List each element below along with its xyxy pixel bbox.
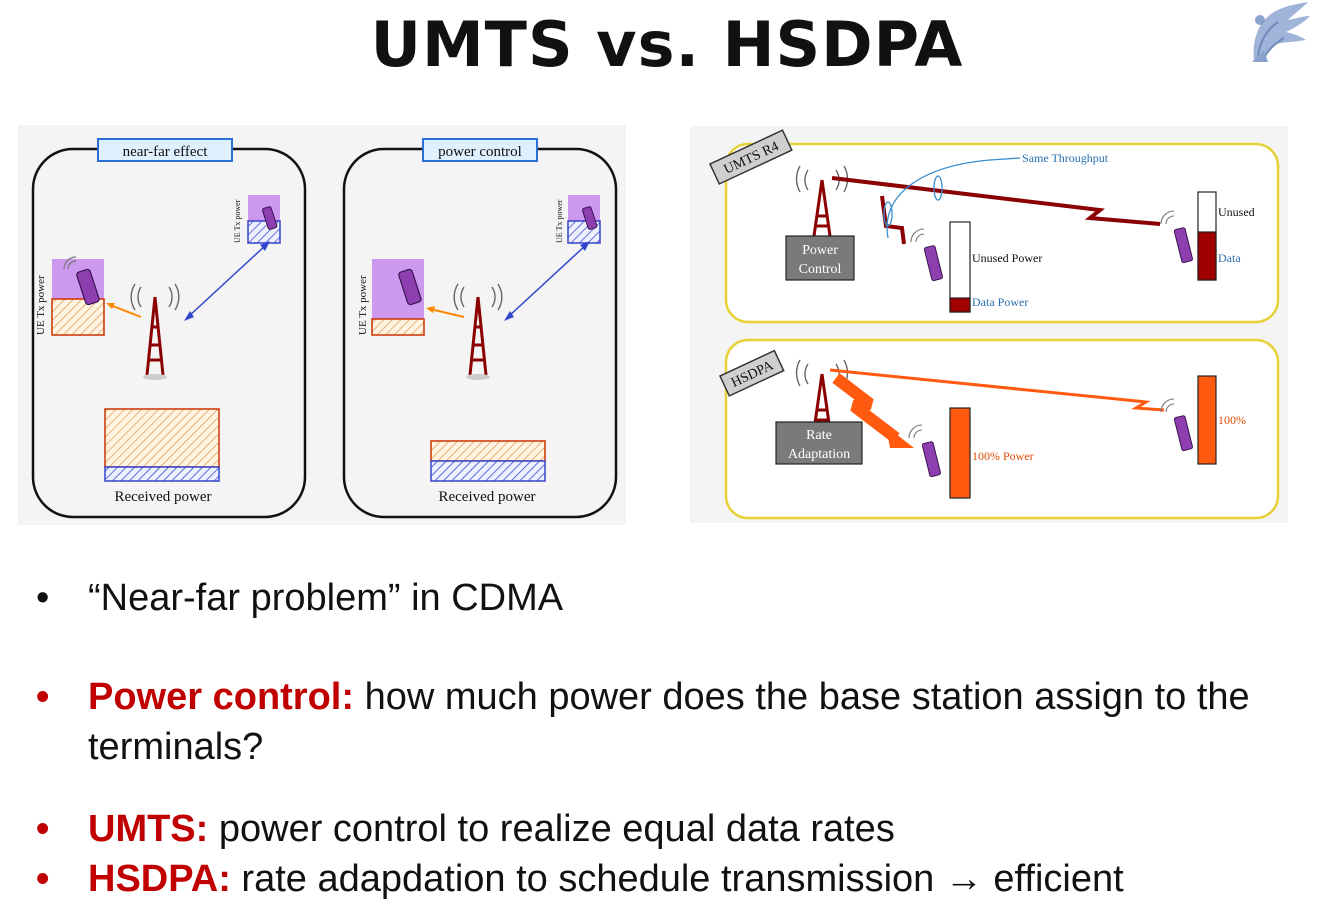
base-station-tower-icon xyxy=(795,359,849,431)
bullet-marker: • xyxy=(36,676,50,718)
base-station-tower-icon xyxy=(130,283,180,380)
power-control-panel: power control UE Tx power UE Tx power Re… xyxy=(342,138,618,519)
phone-icon xyxy=(262,206,278,230)
phone-icon xyxy=(910,228,943,282)
umts-r4-panel: UMTS R4 Power Control Same Throughput Un… xyxy=(709,129,1280,324)
phone-icon xyxy=(398,268,422,306)
ue-tx-power-label-near-2: UE Tx power xyxy=(357,275,369,335)
power-control-label: power control xyxy=(438,144,522,160)
phone-icon xyxy=(63,256,100,306)
unused-power-label: Unused Power xyxy=(972,251,1042,265)
ue-tx-power-label-far-2: UE Tx power xyxy=(555,199,564,243)
phone-icon xyxy=(1160,210,1193,264)
same-throughput-label: Same Throughput xyxy=(1022,151,1109,165)
ue-tx-power-label-far: UE Tx power xyxy=(233,199,242,243)
slide-title: UMTS vs. HSDPA xyxy=(370,8,964,81)
bullet-lead: UMTS: xyxy=(88,808,209,850)
base-station-tower-icon xyxy=(453,283,503,380)
power-control-line2: Control xyxy=(799,262,842,277)
power-control-line1: Power xyxy=(802,243,838,258)
umts-hsdpa-diagram: UMTS R4 Power Control Same Throughput Un… xyxy=(690,126,1288,523)
ue-tx-power-label-near: UE Tx power xyxy=(35,275,47,335)
phone-icon xyxy=(908,424,941,478)
data-power-label: Data Power xyxy=(972,295,1028,309)
bullet-marker: • xyxy=(36,858,50,900)
university-logo-icon xyxy=(1252,2,1310,62)
hundred-percent-label: 100% xyxy=(1218,413,1246,427)
bullet-marker: • xyxy=(36,577,50,619)
phone-icon xyxy=(582,206,598,230)
received-power-label-2: Received power xyxy=(438,489,535,505)
data-label: Data xyxy=(1218,251,1241,265)
near-far-diagram: near-far effect UE Tx power UE Tx power xyxy=(18,125,626,525)
rate-adaptation-line2: Adaptation xyxy=(788,447,850,462)
hsdpa-panel: HSDPA Rate Adaptation 100% Power 100% xyxy=(719,338,1280,520)
hundred-power-label: 100% Power xyxy=(972,449,1034,463)
phone-icon xyxy=(1160,398,1193,452)
near-far-panel: near-far effect UE Tx power UE Tx power xyxy=(31,138,307,519)
unused-label: Unused xyxy=(1218,205,1255,219)
bullet-marker: • xyxy=(36,808,50,850)
near-far-label: near-far effect xyxy=(123,144,209,160)
bullet-lead: HSDPA: xyxy=(88,858,231,900)
rate-adaptation-line1: Rate xyxy=(806,428,832,443)
bullet-lead: Power control: xyxy=(88,676,355,718)
received-power-label-1: Received power xyxy=(114,489,211,505)
base-station-tower-icon xyxy=(795,165,849,237)
